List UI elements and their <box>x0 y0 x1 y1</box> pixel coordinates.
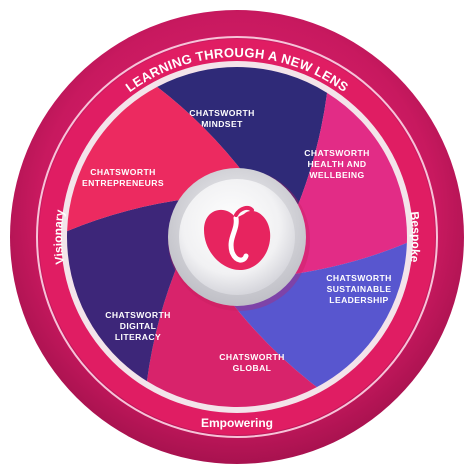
segment-label-line: CHATSWORTH <box>326 273 391 283</box>
segment-label-line: LITERACY <box>115 332 161 342</box>
segment-label-line: CHATSWORTH <box>90 167 155 177</box>
segment-health <box>282 92 407 276</box>
segment-label-line: SUSTAINABLE <box>327 284 392 294</box>
segment-leadership <box>226 242 407 388</box>
ring-left-path: Visionary <box>51 208 67 265</box>
segment-label-line: DIGITAL <box>120 321 157 331</box>
segment-label-line: HEALTH AND <box>308 159 367 169</box>
hub <box>168 168 310 311</box>
segment-label-line: CHATSWORTH <box>105 310 170 320</box>
segment-mindset <box>157 66 328 217</box>
ring-right-path: Bespoke <box>407 211 423 264</box>
ring-right-label: Bespoke <box>407 211 423 264</box>
segment-label-line: MINDSET <box>201 119 243 129</box>
segment-label-line: CHATSWORTH <box>304 148 369 158</box>
segment-label-line: CHATSWORTH <box>189 108 254 118</box>
segment-digital <box>67 198 192 382</box>
segment-global <box>146 257 317 407</box>
ring-bottom-label: Empowering <box>201 416 273 430</box>
ring-left-label: Visionary <box>51 208 67 265</box>
heart-leaf-icon <box>204 205 271 270</box>
segment-label-line: ENTREPRENEURS <box>82 178 164 188</box>
segment-label-line: LEADERSHIP <box>329 295 388 305</box>
segment-label-line: WELLBEING <box>309 170 364 180</box>
ring-separator <box>36 36 438 438</box>
segment-label-line: CHATSWORTH <box>219 352 284 362</box>
segment-label-line: GLOBAL <box>233 363 272 373</box>
segment-entrepreneurs <box>67 86 248 232</box>
